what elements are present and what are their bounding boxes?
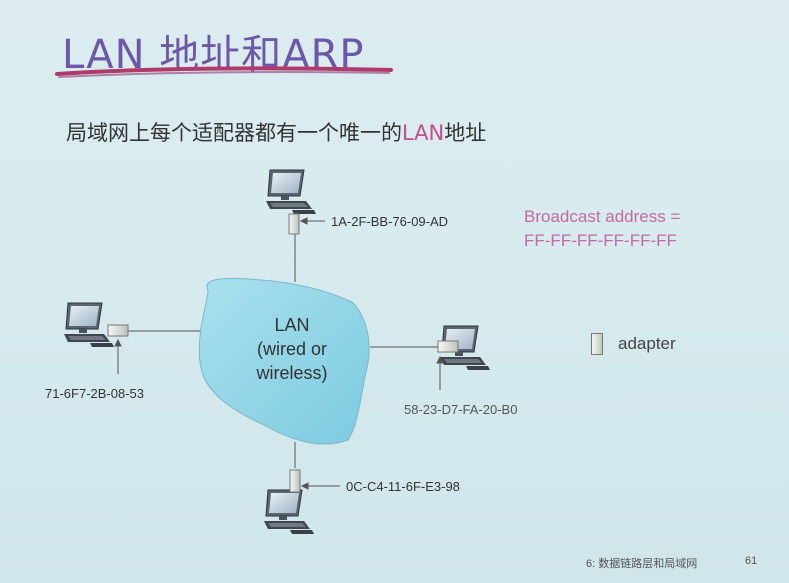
mac-top: 1A-2F-BB-76-09-AD — [331, 214, 449, 229]
arrow-right-head — [436, 355, 444, 364]
lan-label-line1: LAN — [274, 315, 310, 335]
arrow-left-head — [114, 338, 122, 347]
adapter-legend-icon — [591, 333, 603, 355]
footer-chapter: 6: 数据链路层和局域网 — [586, 558, 698, 570]
lan-label-line3: wireless) — [256, 363, 328, 383]
arrow-bottom-head — [300, 482, 309, 490]
host-bottom-computer-icon — [263, 489, 315, 535]
legend-label: adapter — [618, 334, 676, 353]
mac-bottom: 0C-C4-11-6F-E3-98 — [346, 479, 460, 494]
host-left-computer-icon — [63, 302, 115, 348]
subtitle-prefix: 局域网上每个适配器都有一个唯一的 — [66, 121, 402, 145]
broadcast-address: Broadcast address = FF-FF-FF-FF-FF-FF — [524, 205, 680, 253]
title-underline — [55, 66, 393, 78]
adapter-left-icon — [107, 324, 129, 337]
lan-label-line2: (wired or — [256, 339, 327, 359]
subtitle-highlight: LAN — [402, 121, 445, 145]
adapter-right-icon — [437, 340, 459, 353]
legend: adapter — [591, 333, 676, 355]
broadcast-line2: FF-FF-FF-FF-FF-FF — [524, 231, 677, 250]
adapter-bottom-icon — [289, 469, 301, 493]
arrow-top-head — [299, 217, 308, 225]
host-top-computer-icon — [265, 169, 317, 215]
adapter-top-icon — [288, 213, 300, 235]
slide-subtitle: 局域网上每个适配器都有一个唯一的LAN地址 — [66, 117, 486, 147]
lan-label: LAN (wired or wireless) — [222, 313, 362, 385]
lan-cloud — [198, 277, 370, 445]
footer-page-number: 61 — [745, 555, 758, 567]
subtitle-suffix: 地址 — [444, 121, 487, 145]
mac-left: 71-6F7-2B-08-53 — [45, 386, 144, 401]
broadcast-line1: Broadcast address = — [524, 207, 681, 226]
mac-right: 58-23-D7-FA-20-B0 — [404, 402, 518, 417]
